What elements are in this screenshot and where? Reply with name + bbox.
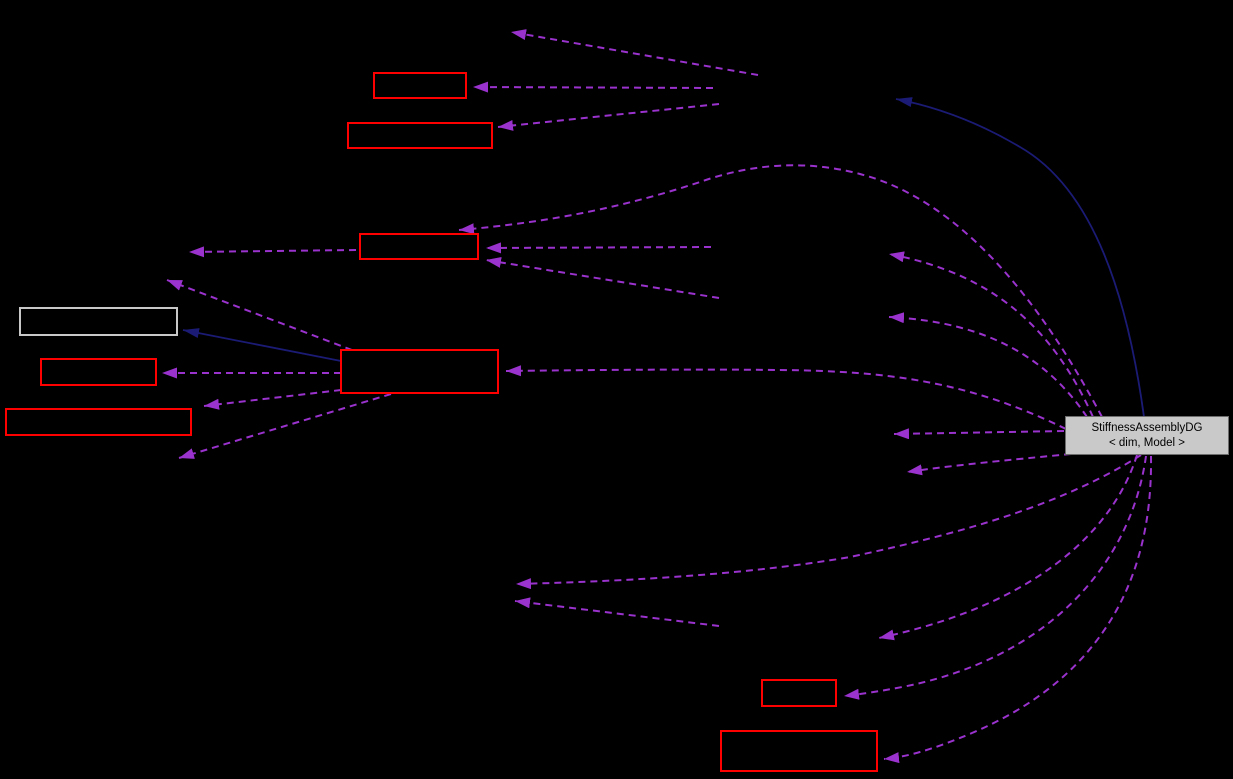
- dependency-edge-main-to-box10: [883, 455, 1153, 764]
- main-node-label-line2: < dim, Model >: [1108, 436, 1186, 449]
- dependency-edge-main-to-hidden-right-4: [906, 453, 1072, 476]
- dependency-edge-base-to-box2: [497, 103, 720, 131]
- dependency-edge-base-to-box1: [472, 81, 714, 93]
- truncated-node-top-1[interactable]: [373, 72, 467, 99]
- dependency-edge-main-to-box9: [843, 455, 1147, 700]
- main-node-stiffness-assembly-dg: StiffnessAssemblyDG < dim, Model >: [1065, 416, 1229, 455]
- truncated-node-left-6[interactable]: [5, 408, 192, 436]
- truncated-node-center-7[interactable]: [340, 349, 499, 394]
- dependency-edge-box7-to-box6: [203, 389, 342, 410]
- dependency-edge-main-to-hidden-far-left: [515, 454, 1142, 590]
- dependency-edge-hidden-mid2-to-box3: [485, 256, 720, 299]
- dependency-edge-box7-to-hidden-downleft: [178, 393, 392, 459]
- dependency-edge-box3-to-hidden-left: [188, 246, 357, 258]
- truncated-node-top-2[interactable]: [347, 122, 493, 149]
- inheritance-edge-box7-to-plain: [182, 328, 342, 362]
- inheritance-edge-main-to-base: [895, 97, 1145, 418]
- dependency-edge-main-to-hidden-right-5: [878, 454, 1138, 641]
- dependency-edge-main-to-box7: [505, 365, 1067, 430]
- truncated-node-left-5[interactable]: [40, 358, 157, 386]
- dependency-edge-main-to-hidden-right-1: [888, 251, 1094, 418]
- dependency-edge-base-to-hidden-top-left: [510, 29, 759, 76]
- truncated-node-mid-3[interactable]: [359, 233, 479, 260]
- truncated-node-bottom-9[interactable]: [761, 679, 837, 707]
- dependency-edge-main-to-hidden-right-2: [888, 312, 1088, 418]
- dependency-edge-main-to-box3-top: [458, 164, 1103, 418]
- main-node-label-line1: StiffnessAssemblyDG: [1091, 421, 1203, 434]
- dependency-edge-hidden-mid1-to-box3: [485, 242, 712, 254]
- dependency-edge-box7-to-hidden-upleft: [166, 279, 353, 351]
- dependency-edge-hidden-low-to-hidden-low-left: [514, 597, 720, 627]
- plain-node-left[interactable]: [19, 307, 178, 336]
- truncated-node-bottom-10[interactable]: [720, 730, 878, 772]
- dependency-edge-main-to-hidden-right-3: [893, 428, 1065, 440]
